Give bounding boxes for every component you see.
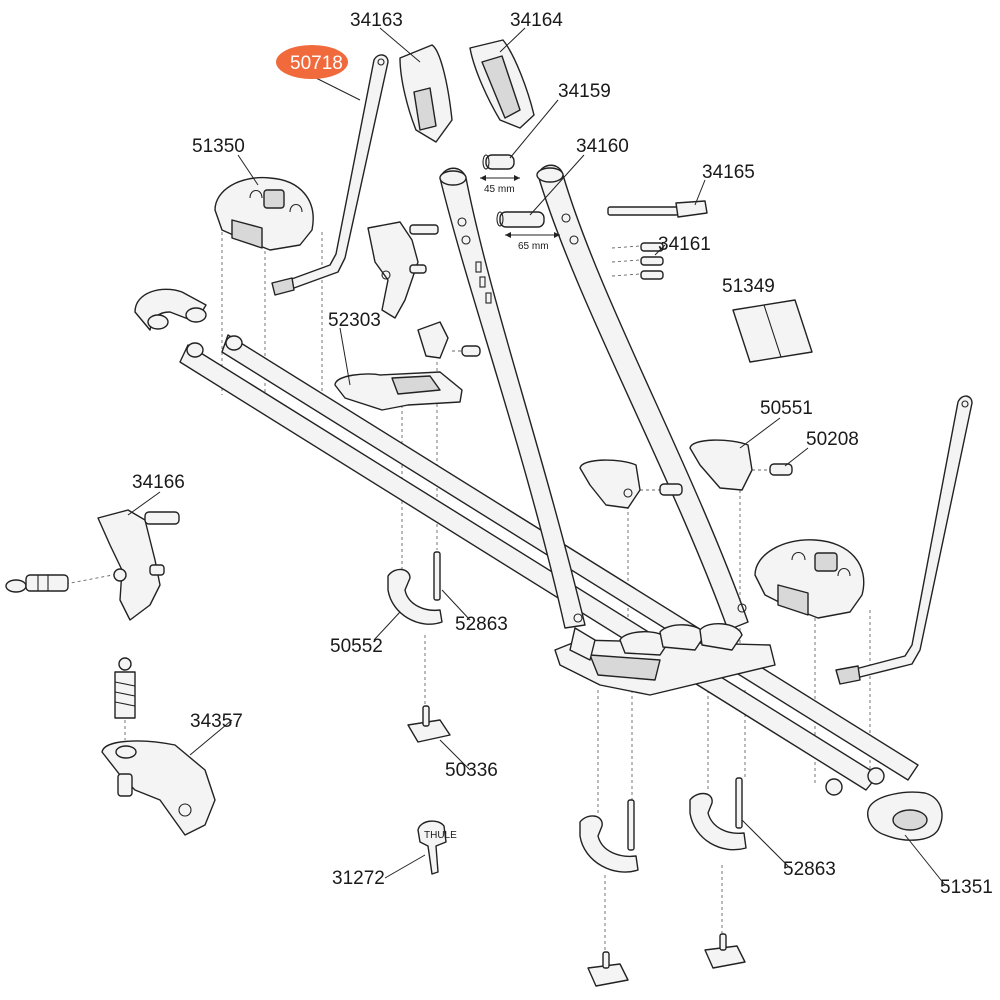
part-50551-cam — [689, 439, 793, 491]
label-52863-upper: 52863 — [455, 614, 508, 635]
dim-65mm: 65 mm — [518, 241, 549, 252]
label-31272: 31272 — [332, 868, 385, 889]
label-50551: 50551 — [760, 398, 813, 419]
label-34357: 34357 — [190, 711, 243, 732]
part-34166-lock-housing — [97, 509, 180, 621]
part-34163 — [399, 44, 453, 143]
label-34161: 34161 — [658, 234, 711, 255]
highlight-badge — [276, 45, 348, 79]
part-52863-screws — [433, 551, 743, 851]
tbolt-bottom-right — [704, 933, 746, 969]
key-brand-text: THULE — [424, 830, 457, 841]
dim-45mm: 45 mm — [484, 184, 515, 195]
cam-left — [579, 459, 683, 509]
label-34165: 34165 — [702, 162, 755, 183]
label-34160: 34160 — [576, 136, 629, 157]
part-34159-spacer — [480, 154, 520, 181]
label-34159: 34159 — [558, 81, 611, 102]
hinge-bracket — [367, 221, 439, 319]
label-51350: 51350 — [192, 136, 245, 157]
label-34166: 34166 — [132, 472, 185, 493]
part-51350-clamp — [214, 176, 314, 251]
part-50718-strap — [271, 54, 389, 296]
part-50336-tbolt — [407, 705, 451, 743]
label-34163: 34163 — [350, 10, 403, 31]
label-leaders — [127, 27, 946, 886]
dimension-labels: 45 mm 65 mm — [484, 184, 549, 252]
clamp-bottom-right — [689, 792, 747, 851]
part-34165-bolt — [607, 200, 708, 218]
label-50718: 50718 — [290, 53, 343, 74]
base-bracket — [554, 623, 776, 696]
part-31272-key: THULE — [417, 820, 457, 875]
part-50552-clamp — [387, 568, 443, 625]
label-51349: 51349 — [722, 276, 775, 297]
label-51351: 51351 — [940, 877, 993, 898]
clamp-bottom-left — [579, 815, 639, 873]
part-34161-pins — [640, 242, 664, 280]
label-34164: 34164 — [510, 10, 563, 31]
label-50552: 50552 — [330, 636, 383, 657]
tbolt-bottom-left — [587, 951, 629, 987]
upright-arm — [439, 164, 749, 631]
part-34357-bracket — [101, 657, 216, 836]
part-labels: 50718 34163 34164 34159 51350 34160 3416… — [132, 10, 993, 898]
part-51349-sticker — [732, 299, 813, 363]
label-50336: 50336 — [445, 760, 498, 781]
label-52303: 52303 — [328, 310, 381, 331]
strap-right — [835, 395, 973, 685]
lock-cylinder — [5, 574, 69, 593]
part-52303-bracket — [334, 321, 481, 411]
part-34160-spacer — [496, 211, 560, 238]
label-52863-lower: 52863 — [783, 859, 836, 880]
part-34164 — [469, 39, 535, 129]
label-50208: 50208 — [806, 429, 859, 450]
clamp-right — [754, 539, 865, 619]
